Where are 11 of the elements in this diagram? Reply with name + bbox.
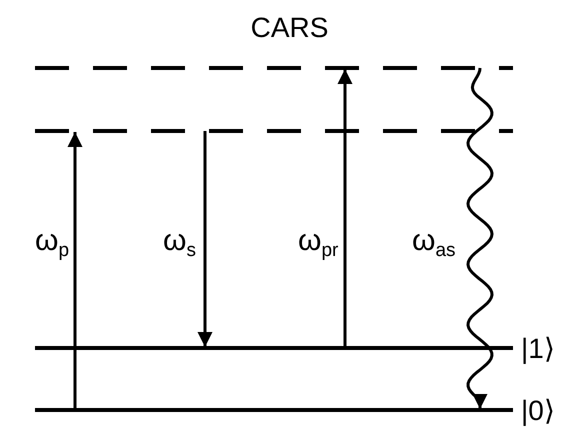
edge-label: ω$_{as}$	[412, 225, 456, 263]
wavy-arrow	[466, 68, 494, 409]
title: CARS	[250, 12, 330, 44]
arrow	[198, 131, 212, 347]
arrow	[338, 69, 352, 348]
state-label: |1⟩	[521, 335, 555, 363]
arrow	[68, 132, 82, 410]
edge-label: ω$_{s}$	[163, 225, 196, 263]
edge-label: ω$_{pr}$	[298, 225, 338, 263]
edge-label: ω$_{p}$	[35, 225, 70, 263]
state-label: |0⟩	[521, 397, 555, 425]
